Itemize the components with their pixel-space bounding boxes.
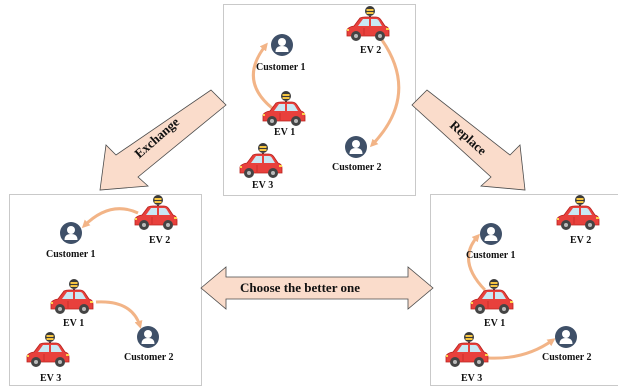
route-ev1-to-customer2 [95, 300, 143, 329]
ev-1-car-icon [262, 90, 306, 127]
customer-1-icon [480, 223, 502, 245]
route-ev2-to-customer2 [369, 39, 401, 148]
route-ev1-to-customer1 [251, 42, 273, 110]
ev-1-label: EV 1 [484, 318, 506, 329]
ev-2-label: EV 2 [149, 235, 171, 246]
ev-2-label: EV 2 [570, 235, 592, 246]
ev-3-car-icon [26, 331, 70, 368]
ev-2-car-icon [556, 194, 600, 231]
customer-2-label: Customer 2 [332, 162, 382, 173]
ev-1-label: EV 1 [63, 318, 85, 329]
route-ev3-to-customer2-replace [487, 338, 556, 360]
customer-2-label: Customer 2 [542, 352, 592, 363]
customer-1-label: Customer 1 [256, 62, 306, 73]
customer-2-icon [345, 136, 367, 158]
customer-1-icon [60, 222, 82, 244]
choose-double-arrow [200, 266, 434, 310]
customer-2-icon [137, 326, 159, 348]
ev-2-car-icon [346, 5, 390, 42]
ev-3-car-icon [445, 331, 489, 368]
ev-3-label: EV 3 [461, 373, 483, 384]
ev-1-label: EV 1 [274, 127, 296, 138]
customer-1-icon [271, 34, 293, 56]
ev-3-car-icon [239, 142, 283, 179]
replace-arrow [411, 89, 526, 191]
customer-2-icon [555, 326, 577, 348]
route-ev1-to-customer1-replace [467, 233, 487, 292]
customer-1-label: Customer 1 [466, 250, 516, 261]
ev-2-car-icon [134, 194, 178, 231]
route-ev2-to-customer1 [81, 207, 139, 229]
ev-1-car-icon [470, 278, 514, 315]
exchange-arrow [99, 89, 227, 191]
ev-2-label: EV 2 [360, 45, 382, 56]
ev-3-label: EV 3 [40, 373, 62, 384]
ev-3-label: EV 3 [252, 180, 274, 191]
ev-1-car-icon [50, 278, 94, 315]
choose-better-label: Choose the better one [240, 280, 360, 295]
customer-1-label: Customer 1 [46, 249, 96, 260]
customer-2-label: Customer 2 [124, 352, 174, 363]
